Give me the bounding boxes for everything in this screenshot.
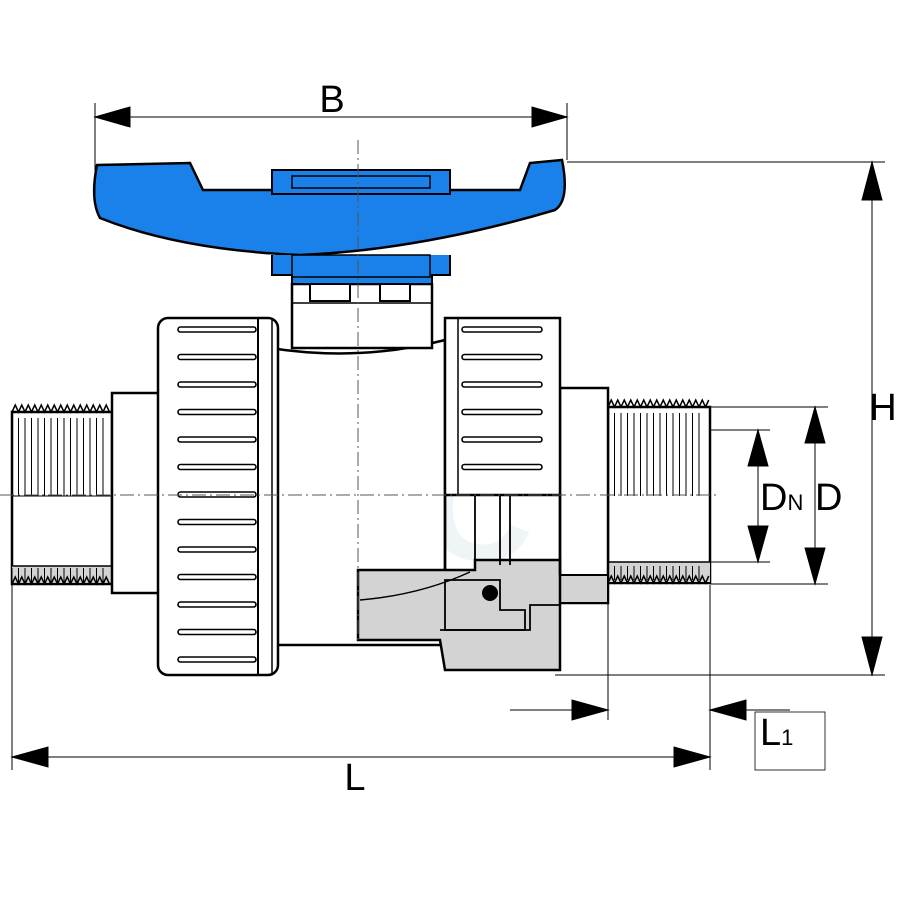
right-union-nut <box>443 316 562 575</box>
label-h: H <box>869 387 896 429</box>
dimension-lines <box>10 103 885 771</box>
left-end-connector <box>110 391 164 595</box>
right-threaded-end <box>606 398 712 585</box>
valve-handle <box>92 158 567 285</box>
left-union-nut <box>156 316 280 677</box>
label-l: L <box>344 757 365 799</box>
label-d: D <box>815 477 842 519</box>
left-threaded-end <box>10 403 114 586</box>
label-dn: DN <box>760 477 803 519</box>
dimension-labels: B H L L1 DN D <box>319 79 896 799</box>
center-lines <box>0 140 720 640</box>
section-view <box>356 495 562 672</box>
label-b: B <box>319 79 344 121</box>
label-l1: L1 <box>760 712 793 754</box>
o-ring <box>482 585 498 601</box>
